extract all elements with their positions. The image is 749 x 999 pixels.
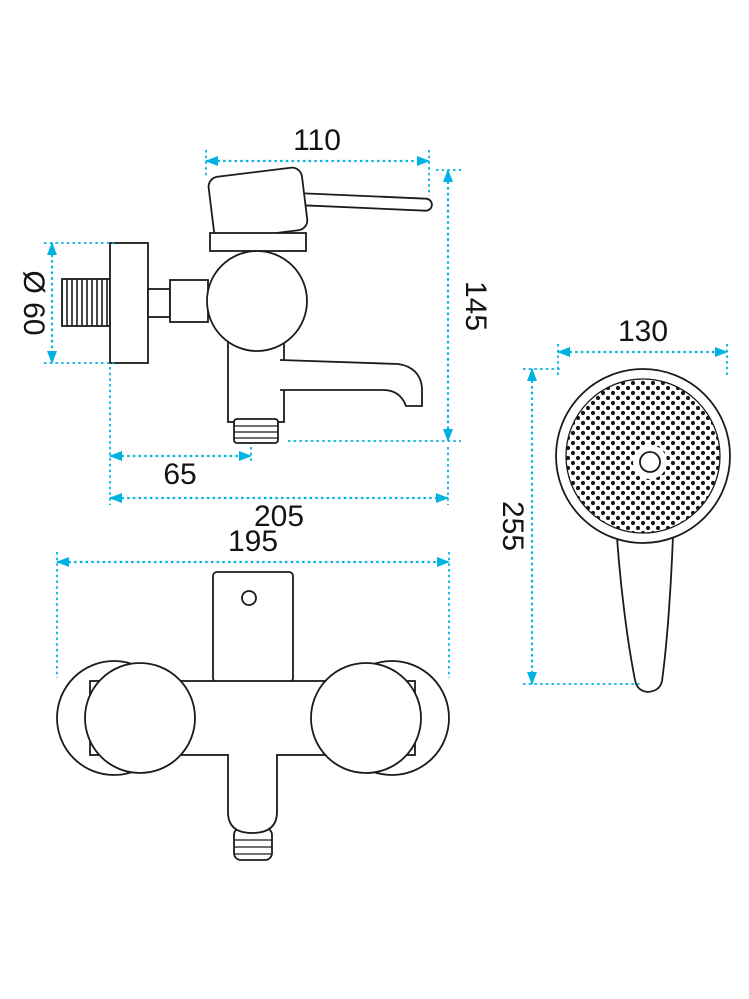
mixer-lever xyxy=(291,192,433,212)
dim-130: 130 xyxy=(557,315,728,378)
dim-label-145: 145 xyxy=(459,281,492,331)
cartridge-housing xyxy=(212,571,294,683)
escutcheon-front-left xyxy=(84,662,196,774)
dim-145: 145 xyxy=(288,169,492,442)
dim-label-diameter-60: Ø 60 xyxy=(17,270,50,335)
escutcheon-front-right xyxy=(310,662,422,774)
mixer-handle-base xyxy=(207,166,309,241)
dim-label-205: 205 xyxy=(254,500,304,533)
dim-205: 205 xyxy=(109,447,449,533)
dim-label-130: 130 xyxy=(618,315,668,348)
spray-face-center-cap xyxy=(639,451,661,473)
mixer-connector-step2 xyxy=(169,279,209,323)
dim-label-110: 110 xyxy=(293,124,341,157)
dim-255: 255 xyxy=(496,368,642,685)
mixer-lower-body xyxy=(227,337,285,423)
mixer-spout xyxy=(279,359,423,407)
cartridge-screw-hole xyxy=(241,590,257,606)
mixer-collar xyxy=(209,232,307,252)
mixer-bottom-outlet xyxy=(233,418,279,444)
dim-195: 195 xyxy=(56,525,450,678)
mixer-threaded-inlet xyxy=(61,278,111,327)
dim-label-65: 65 xyxy=(163,458,196,491)
dim-diameter-60: Ø 60 xyxy=(17,242,114,364)
mixer-front-view xyxy=(56,571,450,861)
dim-label-195: 195 xyxy=(228,525,278,558)
mixer-side-view xyxy=(61,166,433,444)
hand-shower-handle xyxy=(614,504,675,693)
mixer-escutcheon-side xyxy=(109,242,149,364)
dim-65: 65 xyxy=(109,367,252,505)
mixer-connector-step1 xyxy=(147,288,171,318)
hand-shower-view xyxy=(555,368,731,693)
outlet-capsule xyxy=(227,754,278,834)
dim-110: 110 xyxy=(205,124,430,196)
dim-label-255: 255 xyxy=(496,501,529,551)
mixer-round-body xyxy=(206,250,308,352)
